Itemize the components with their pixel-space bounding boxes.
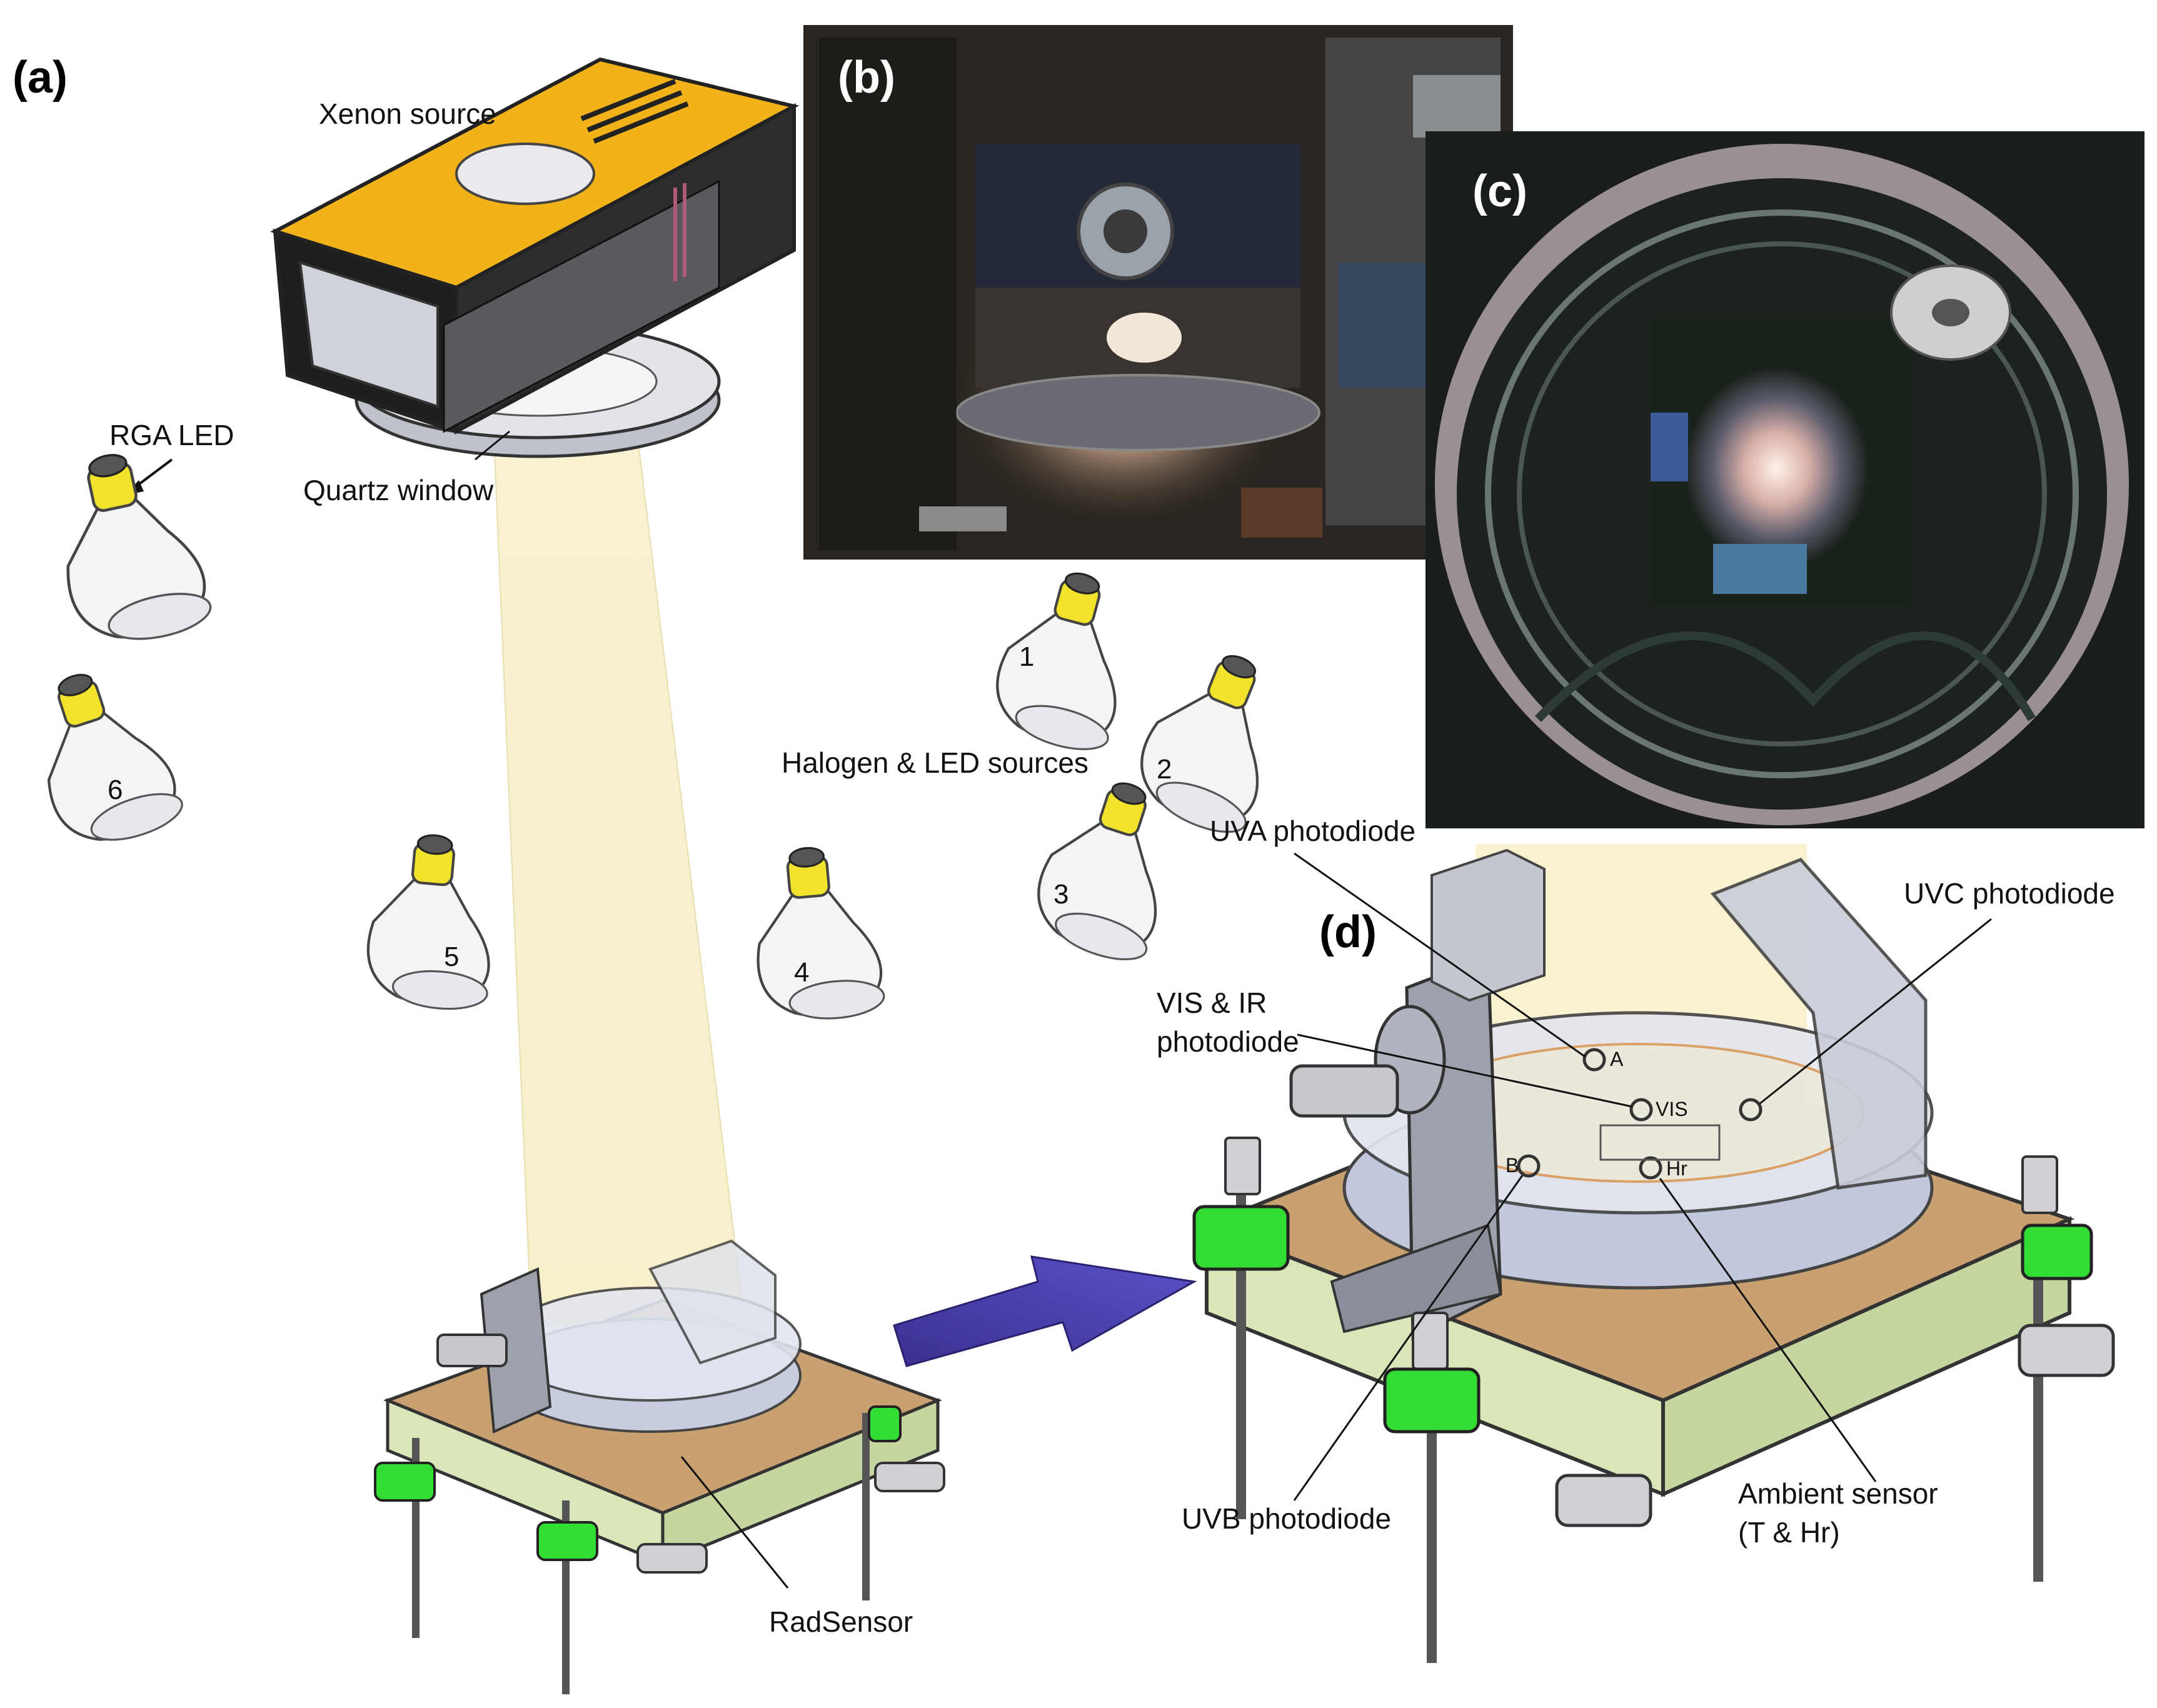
radsensor-pointer xyxy=(680,1456,789,1589)
uvb-pointer xyxy=(1293,1175,1524,1501)
radsensor-label: RadSensor xyxy=(769,1605,913,1638)
panel-c-label: (c) xyxy=(1472,166,1527,216)
lamp-4 xyxy=(748,843,885,1025)
sensor-mark-hr: Hr xyxy=(1666,1157,1687,1180)
vis-ir-label-line2: photodiode xyxy=(1157,1025,1299,1058)
panel-c-photo xyxy=(1425,131,2144,828)
lamp-4-number: 4 xyxy=(794,957,809,988)
sensor-mark-vis: VIS xyxy=(1656,1098,1688,1120)
panel-b-label: (b) xyxy=(838,53,895,103)
ambient-pointer xyxy=(1659,1178,1877,1482)
rga-led-lamp xyxy=(44,441,214,653)
lamp-5 xyxy=(363,830,500,1012)
lamp-2-number: 2 xyxy=(1157,754,1172,785)
uvc-photodiode-label: UVC photodiode xyxy=(1904,877,2115,910)
sensor-mark-a: A xyxy=(1610,1048,1624,1070)
lamp-3-number: 3 xyxy=(1053,879,1068,910)
uvb-photodiode-label: UVB photodiode xyxy=(1182,1502,1391,1535)
uva-pointer xyxy=(1294,852,1586,1058)
ambient-sensor-label-line2: (T & Hr) xyxy=(1738,1516,1840,1549)
xenon-beam xyxy=(493,437,745,1327)
uvc-pointer xyxy=(1759,918,1992,1105)
lamp-6 xyxy=(18,656,187,858)
lamp-2 xyxy=(1125,636,1303,842)
zoom-arrow xyxy=(893,1255,1197,1367)
uva-photodiode-label: UVA photodiode xyxy=(1210,815,1415,847)
panel-a-label: (a) xyxy=(13,53,68,103)
vis-ir-label-line1: VIS & IR xyxy=(1157,987,1267,1019)
lamp-1-number: 1 xyxy=(1019,641,1034,672)
ambient-sensor-label-line1: Ambient sensor xyxy=(1738,1477,1938,1510)
radsensor-large-assembly xyxy=(1192,848,2115,1663)
rga-led-pointer xyxy=(133,458,173,489)
rga-led-label: RGA LED xyxy=(109,419,234,451)
panel-d-label: (d) xyxy=(1319,907,1377,957)
quartz-window-label: Quartz window xyxy=(303,474,494,506)
quartz-window-pointer xyxy=(475,430,510,461)
lamp-1 xyxy=(985,560,1148,757)
radsensor-small-assembly xyxy=(374,1239,945,1694)
panel-b-photo xyxy=(803,25,1513,560)
vis-ir-pointer xyxy=(1297,1033,1632,1108)
xenon-source-label: Xenon source xyxy=(319,98,496,130)
lamp-5-number: 5 xyxy=(444,942,459,972)
halogen-led-sources-label: Halogen & LED sources xyxy=(782,746,1089,779)
xenon-source-lamp-housing xyxy=(270,57,800,435)
lamp-6-number: 6 xyxy=(108,775,123,805)
sensor-mark-b: B xyxy=(1506,1154,1519,1177)
